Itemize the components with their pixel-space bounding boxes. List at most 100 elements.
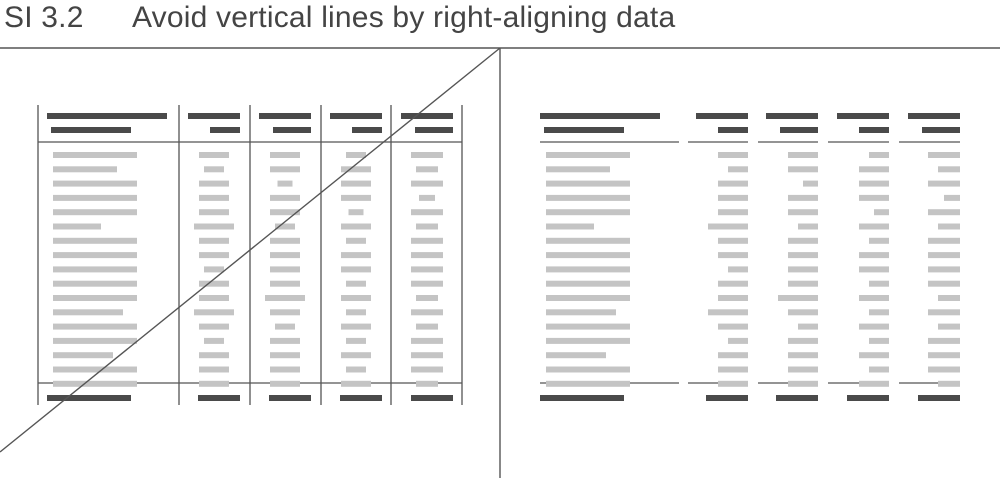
heading-bar	[210, 127, 240, 133]
total-bar	[540, 395, 624, 401]
data-bar	[270, 166, 300, 173]
data-bar	[411, 152, 443, 158]
data-bar	[53, 295, 137, 301]
data-bar	[194, 309, 234, 316]
data-bar	[53, 209, 137, 216]
data-bar	[270, 280, 300, 287]
heading-bar	[780, 127, 818, 133]
data-bar	[416, 295, 438, 301]
data-bar	[53, 352, 113, 359]
data-bar	[416, 166, 438, 173]
data-bar	[728, 166, 748, 173]
data-bar	[708, 223, 748, 230]
data-bar	[53, 323, 137, 330]
data-bar	[798, 323, 818, 330]
data-bar	[869, 337, 889, 344]
data-bar	[718, 180, 748, 187]
data-bar	[869, 366, 889, 373]
data-bar	[546, 366, 630, 373]
data-bar	[341, 266, 371, 273]
data-bar	[718, 323, 748, 330]
data-bar	[788, 380, 818, 387]
data-bar	[859, 166, 889, 173]
data-bar	[546, 252, 630, 259]
data-bar	[270, 380, 300, 387]
data-bar	[788, 152, 818, 158]
data-bar	[199, 323, 229, 330]
data-bar	[341, 252, 371, 259]
data-bar	[341, 180, 371, 187]
data-bar	[546, 352, 606, 359]
heading-bar	[837, 113, 889, 119]
data-bar	[416, 380, 438, 387]
data-bar	[411, 180, 443, 187]
data-bar	[798, 223, 818, 230]
data-bar	[546, 152, 630, 158]
data-bar	[411, 209, 443, 216]
heading-bar	[330, 113, 382, 119]
heading-bar	[188, 113, 240, 119]
data-bar	[869, 280, 889, 287]
data-bar	[346, 337, 366, 344]
data-bar	[199, 295, 229, 301]
data-bar	[869, 152, 889, 158]
data-bar	[788, 337, 818, 344]
data-bar	[411, 266, 443, 273]
data-bar	[938, 380, 960, 387]
data-bar	[546, 180, 630, 187]
data-bar	[53, 380, 137, 387]
data-bar	[928, 337, 960, 344]
data-bar	[53, 194, 137, 201]
data-bar	[546, 237, 630, 244]
data-bar	[778, 295, 818, 301]
data-bar	[938, 295, 960, 301]
data-bar	[928, 280, 960, 287]
data-bar	[270, 352, 300, 359]
data-bar	[788, 166, 818, 173]
data-bar	[546, 337, 630, 344]
data-bar	[341, 223, 371, 230]
data-bar	[728, 337, 748, 344]
data-bar	[53, 252, 137, 259]
good-example-table	[540, 113, 960, 401]
data-bar	[270, 194, 300, 201]
data-bar	[928, 352, 960, 359]
data-bar	[788, 209, 818, 216]
data-bar	[718, 209, 748, 216]
data-bar	[199, 152, 229, 158]
data-bar	[546, 166, 610, 173]
data-bar	[270, 209, 300, 216]
data-bar	[859, 380, 889, 387]
data-bar	[199, 380, 229, 387]
data-bar	[859, 266, 889, 273]
heading-bar	[696, 113, 748, 119]
data-bar	[928, 180, 960, 187]
data-bar	[718, 194, 748, 201]
heading-bar	[352, 127, 382, 133]
data-bar	[718, 252, 748, 259]
data-bar	[270, 366, 300, 373]
heading-bar	[766, 113, 818, 119]
data-bar	[416, 223, 438, 230]
data-bar	[728, 266, 748, 273]
data-bar	[718, 152, 748, 158]
data-bar	[346, 366, 366, 373]
data-bar	[419, 194, 435, 201]
data-bar	[346, 309, 366, 316]
data-bar	[53, 152, 137, 158]
data-bar	[859, 194, 889, 201]
heading-bar	[859, 127, 889, 133]
data-bar	[928, 209, 960, 216]
data-bar	[53, 366, 137, 373]
data-bar	[718, 280, 748, 287]
data-bar	[194, 223, 234, 230]
data-bar	[204, 166, 224, 173]
data-bar	[546, 323, 630, 330]
data-bar	[859, 352, 889, 359]
data-bar	[788, 280, 818, 287]
total-bar	[706, 395, 748, 401]
data-bar	[341, 352, 371, 359]
data-bar	[270, 237, 300, 244]
data-bar	[788, 252, 818, 259]
